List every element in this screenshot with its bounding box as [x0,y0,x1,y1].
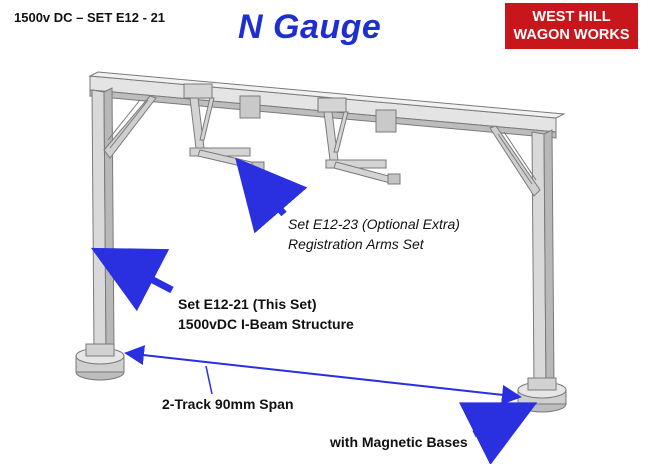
magnetic-bases-label: with Magnetic Bases [330,434,468,450]
arrow-to-base [459,402,538,464]
brand-logo: WEST HILL WAGON WORKS [505,3,638,49]
brand-line-1: WEST HILL [532,9,611,25]
structure-label: 1500vDC I-Beam Structure [178,316,354,332]
span-pointer-line [205,365,213,395]
arrow-to-column [90,247,174,312]
right-column [489,125,555,389]
registration-arm-2 [317,97,401,185]
right-base [517,377,567,413]
span-label: 2-Track 90mm Span [162,396,294,412]
this-set-label: Set E12-21 (This Set) [178,296,317,312]
brand-line-2: WAGON WORKS [513,27,630,43]
registration-arms-label: Registration Arms Set [288,236,424,252]
optional-extra-label: Set E12-23 (Optional Extra) [288,216,460,232]
arrow-to-arms [235,157,308,234]
left-column [91,87,157,353]
set-code-label: 1500v DC – SET E12 - 21 [14,10,166,25]
page-title: N Gauge [238,8,382,46]
span-dimension-line [124,345,522,405]
left-base [75,343,125,381]
